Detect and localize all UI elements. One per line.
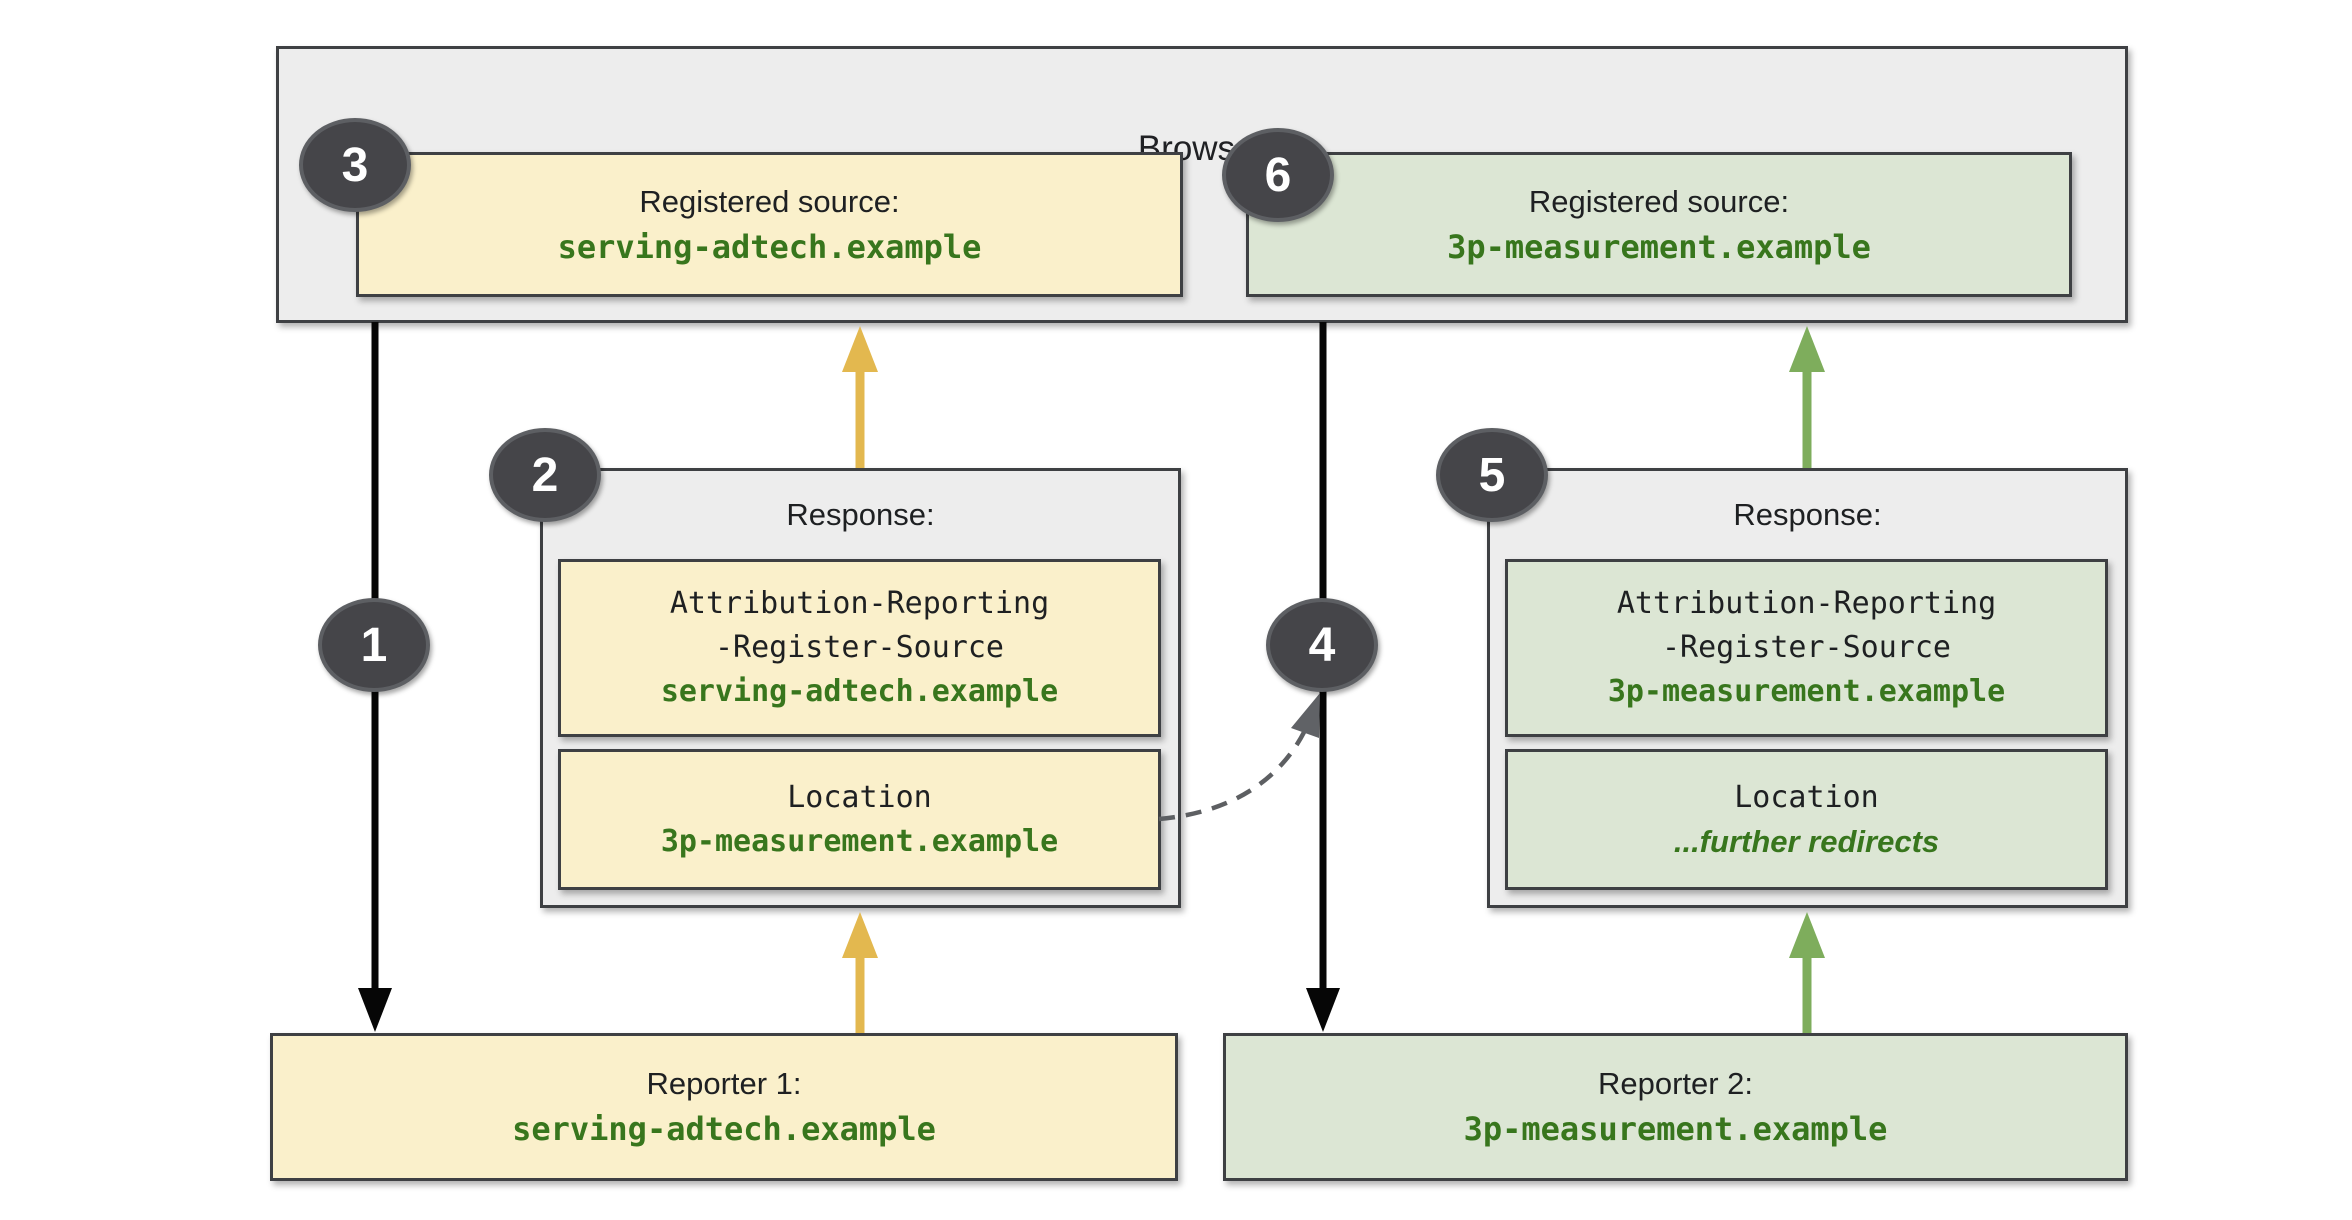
yellow-arrow-reporter1-to-response1 [842,912,878,1033]
response-1-header-domain: serving-adtech.example [660,674,1059,709]
response-2-box: Response: Attribution-Reporting -Registe… [1487,468,2128,908]
step-badge-3: 3 [299,118,411,212]
registered-source-2-domain: 3p-measurement.example [1447,227,1871,266]
response-2-location-label: Location [1734,779,1879,815]
registered-source-2-label: Registered source: [1528,183,1790,219]
response-2-location-value: ...further redirects [1673,823,1940,859]
step-badge-6: 6 [1222,128,1334,222]
reporter-1-box: Reporter 1: serving-adtech.example [270,1033,1178,1181]
step-badge-4: 4 [1266,598,1378,692]
registered-source-1-domain: serving-adtech.example [557,227,982,266]
response-1-box: Response: Attribution-Reporting -Registe… [540,468,1181,908]
response-2-header-domain: 3p-measurement.example [1607,674,2006,709]
response-2-header-box: Attribution-Reporting -Register-Source 3… [1505,559,2108,737]
step-badge-2: 2 [489,428,601,522]
green-arrow-response2-to-browser [1789,326,1825,468]
green-arrow-reporter2-to-response2 [1789,912,1825,1033]
step-badge-5: 5 [1436,428,1548,522]
reporter-2-label: Reporter 2: [1597,1066,1754,1101]
response-2-header-line1: Attribution-Reporting [1616,586,1997,621]
response-2-header-line2: -Register-Source [1662,630,1951,665]
response-1-header-line1: Attribution-Reporting [669,586,1050,621]
reporter-2-domain: 3p-measurement.example [1463,1110,1888,1148]
yellow-arrow-response1-to-browser [842,326,878,468]
response-1-header-box: Attribution-Reporting -Register-Source s… [558,559,1161,737]
dashed-redirect-arrow [1158,693,1320,822]
response-2-title: Response: [1733,497,1882,532]
response-1-header-line2: -Register-Source [715,630,1004,665]
registered-source-2-box: Registered source: 3p-measurement.exampl… [1246,152,2072,297]
reporter-1-domain: serving-adtech.example [512,1110,936,1148]
browser-box: Browser Registered source: serving-adtec… [276,46,2128,323]
registered-source-1-label: Registered source: [639,183,900,219]
response-1-location-value: 3p-measurement.example [660,823,1059,859]
response-1-location-label: Location [787,779,932,815]
response-2-location-box: Location ...further redirects [1505,749,2108,890]
step-badge-1: 1 [318,598,430,692]
response-1-title: Response: [786,497,935,532]
reporter-1-label: Reporter 1: [646,1066,802,1101]
reporter-2-box: Reporter 2: 3p-measurement.example [1223,1033,2128,1181]
response-1-location-box: Location 3p-measurement.example [558,749,1161,890]
registered-source-1-box: Registered source: serving-adtech.exampl… [356,152,1183,297]
